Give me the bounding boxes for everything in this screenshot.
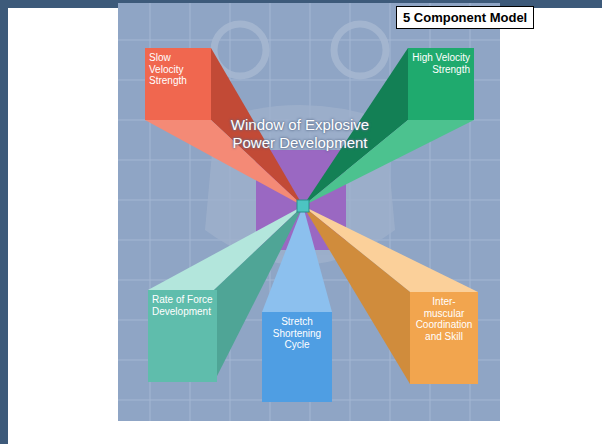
- component-label: High Velocity Strength: [412, 52, 470, 75]
- coordination-box: Inter-muscular Coordination and Skill: [410, 292, 478, 384]
- center-heading: Window of Explosive Power Development: [225, 116, 375, 152]
- force-development-box: Rate of Force Development: [148, 290, 217, 382]
- high-velocity-box: High Velocity Strength: [408, 48, 474, 120]
- component-label: Rate of Force Development: [152, 294, 213, 317]
- component-label: Slow Velocity Strength: [149, 52, 207, 87]
- center-point: [297, 200, 309, 212]
- component-label: Stretch Shortening Cycle: [266, 316, 328, 351]
- component-label: Inter-muscular Coordination and Skill: [414, 296, 474, 342]
- picture-ground: [118, 3, 500, 421]
- slide-title: 5 Component Model: [396, 6, 534, 29]
- stretch-cycle-box: Stretch Shortening Cycle: [262, 312, 332, 402]
- grid-lines: [118, 3, 500, 421]
- slow-velocity-box: Slow Velocity Strength: [145, 48, 211, 120]
- power-beams: [145, 48, 478, 384]
